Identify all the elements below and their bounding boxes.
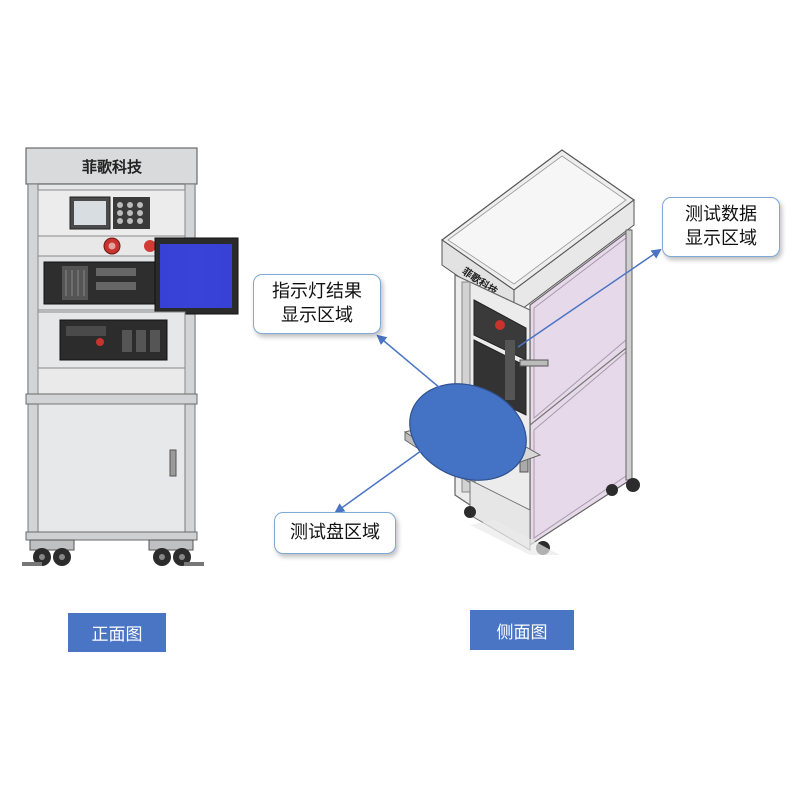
side-view-caption-text: 侧面图 (496, 622, 548, 643)
indicator-display-callout: 指示灯结果 显示区域 (253, 274, 381, 334)
monitor (154, 237, 239, 315)
side-view-caption: 侧面图 (470, 610, 574, 650)
side-casters (464, 478, 640, 555)
indicator-callout-line2: 显示区域 (281, 305, 353, 326)
arrow-to-test-plate (334, 447, 426, 514)
test-plate (409, 383, 527, 481)
test-plate-callout-text: 测试盘区域 (290, 522, 380, 543)
test-plate-callout: 测试盘区域 (274, 512, 396, 554)
data-display-callout: 测试数据 显示区域 (662, 197, 780, 257)
front-casters (22, 539, 204, 566)
indicator-callout-line1: 指示灯结果 (272, 281, 362, 302)
arrow-to-data-display (517, 248, 662, 348)
front-view-caption: 正面图 (68, 613, 166, 652)
callout-arrows (334, 248, 662, 514)
control-buttons (113, 197, 150, 229)
arrow-to-indicator (376, 334, 441, 389)
front-view-caption-text: 正面图 (91, 625, 143, 645)
data-callout-line1: 测试数据 (685, 204, 757, 225)
front-brand-label: 菲歌科技 (82, 158, 143, 176)
side-cabinet: 菲歌科技 (403, 149, 640, 555)
front-cabinet: 菲歌科技 (22, 147, 239, 566)
data-callout-line2: 显示区域 (685, 228, 757, 249)
